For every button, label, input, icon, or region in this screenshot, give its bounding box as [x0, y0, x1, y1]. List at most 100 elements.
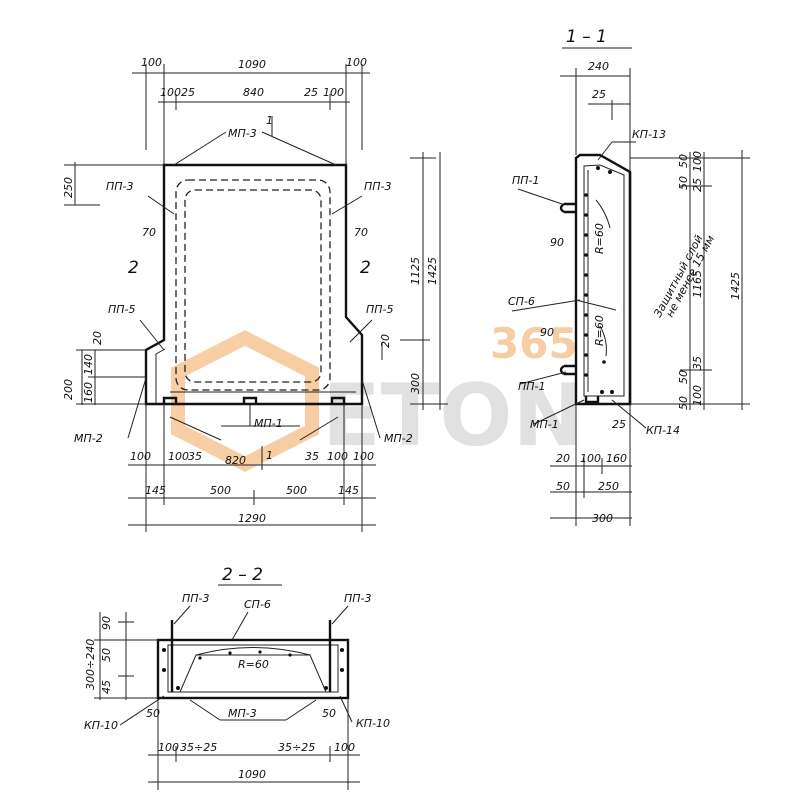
dim-s11-r35: 35: [691, 356, 704, 370]
watermark: 365 ETON: [171, 319, 585, 472]
s11-bar-dots: [584, 166, 614, 394]
dim-s11-r100: 100: [691, 151, 704, 172]
label-s22-mp3: МП-3: [228, 707, 257, 720]
dim-s11-b100: 100: [580, 452, 601, 465]
cut-mark-1-bottom: 1: [266, 449, 273, 462]
label-s22-kp10-right: КП-10: [356, 717, 390, 730]
dim-bot-100-c: 100: [327, 450, 348, 463]
dim-s11-b250: 250: [598, 480, 619, 493]
section-2-2-title: 2 – 2: [222, 565, 263, 585]
dim-left-20: 20: [91, 331, 104, 345]
label-kp13: КП-13: [632, 128, 666, 141]
dim-s11-240: 240: [588, 60, 609, 73]
dim-bot-35-a: 35: [188, 450, 202, 463]
s22-outline: [156, 638, 350, 700]
dim-bot-145-a: 145: [145, 484, 166, 497]
dim-top-100-inner-right: 100: [323, 86, 344, 99]
dim-top-840: 840: [243, 86, 264, 99]
label-pp5-left: ПП-5: [108, 303, 136, 316]
front-reinforcement-outer: [175, 179, 331, 391]
dim-top-1090: 1090: [238, 58, 266, 71]
label-pp3-right: ПП-3: [364, 180, 392, 193]
dim-right-1125: 1125: [409, 257, 422, 285]
dim-s11-1165: 1165: [691, 270, 704, 298]
dim-bot-500-a: 500: [210, 484, 231, 497]
front-loop-right: [330, 396, 346, 404]
label-mp2-right: МП-2: [384, 432, 413, 445]
dim-top-25-right: 25: [304, 86, 318, 99]
dim-s22-35-25b: 35÷25: [278, 741, 315, 754]
s22-reinforcement-outer: [167, 644, 339, 693]
dim-s22-50a: 50: [146, 707, 160, 720]
s22-reinforcement-inner: [179, 654, 327, 693]
section-2-2: 2 – 2: [84, 565, 390, 790]
dim-s22-50b: 50: [322, 707, 336, 720]
front-inner-step: [155, 348, 166, 404]
label-pp1-top: ПП-1: [512, 174, 540, 187]
dim-s22-50: 50: [100, 648, 113, 662]
dim-s11-25: 25: [592, 88, 606, 101]
label-s22-kp10-left: КП-10: [84, 719, 118, 732]
dim-s22-100b: 100: [334, 741, 355, 754]
dim-left-250: 250: [62, 177, 75, 198]
dim-bot-35-b: 35: [305, 450, 319, 463]
dim-s22-35-25a: 35÷25: [180, 741, 217, 754]
dim-s22-100a: 100: [158, 741, 179, 754]
s11-loop-pp1-top: [559, 202, 576, 214]
dim-s11-r50c: 50: [677, 370, 690, 384]
cut-mark-1-top: 1: [266, 114, 273, 127]
dim-s11-90b: 90: [540, 326, 554, 339]
label-s22-pp3-right: ПП-3: [344, 592, 372, 605]
dim-top-100-inner-left: 100: [160, 86, 181, 99]
dim-bot-100-a: 100: [130, 450, 151, 463]
dim-s11-r25: 25: [691, 178, 704, 192]
front-reinforcement-inner: [184, 189, 322, 383]
front-loop-left: [162, 396, 178, 404]
dim-s22-90: 90: [100, 616, 113, 630]
s11-reinforcement: [583, 164, 625, 397]
label-pp3-left: ПП-3: [106, 180, 134, 193]
dim-s11-b300: 300: [592, 512, 613, 525]
dim-bot-100-b: 100: [168, 450, 189, 463]
label-s22-sp6: СП-6: [244, 598, 271, 611]
watermark-digits: 365: [490, 319, 578, 368]
dim-bot-145-b: 145: [338, 484, 359, 497]
dim-left-140: 140: [82, 354, 95, 375]
dim-s11-r100b: 100: [691, 385, 704, 406]
watermark-hexagon-icon: [171, 330, 319, 472]
dim-s11-b20: 20: [556, 452, 570, 465]
section-1-1-title: 1 – 1: [566, 27, 607, 47]
label-mp1-section: МП-1: [530, 418, 559, 431]
dim-s22-r60: R=60: [238, 658, 269, 671]
label-pp5-right: ПП-5: [366, 303, 394, 316]
label-pp1-bottom: ПП-1: [518, 380, 546, 393]
dim-s11-90a: 90: [550, 236, 564, 249]
dim-top-100-left: 100: [141, 56, 162, 69]
cut-mark-2-right: 2: [360, 258, 371, 278]
dim-right-20: 20: [379, 334, 392, 348]
dim-bot-100-d: 100: [353, 450, 374, 463]
front-view: МП-3 1 ПП-3 ПП-3 70 70 2 2 ПП-5 ПП-5 МП-…: [62, 56, 448, 532]
label-s22-pp3-left: ПП-3: [182, 592, 210, 605]
dim-top-25-left: 25: [181, 86, 195, 99]
cut-mark-2-left: 2: [128, 258, 139, 278]
dim-right-1425: 1425: [426, 257, 439, 285]
dim-s11-r60b: R=60: [593, 315, 606, 346]
dim-70-left: 70: [142, 226, 156, 239]
dim-s11-r50b: 50: [677, 176, 690, 190]
dim-right-300: 300: [409, 373, 422, 394]
dim-s11-1425: 1425: [729, 272, 742, 300]
dim-left-200: 200: [62, 379, 75, 400]
dim-70-right: 70: [354, 226, 368, 239]
front-loop-mid: [242, 396, 258, 404]
s11-loop-mp1: [584, 396, 600, 404]
label-sp6: СП-6: [508, 295, 535, 308]
dim-s22-300-240: 300÷240: [84, 639, 97, 690]
label-mp3: МП-3: [228, 127, 257, 140]
dim-s11-r50d: 50: [677, 396, 690, 410]
dim-s11-25b: 25: [612, 418, 626, 431]
dim-s11-b160: 160: [606, 452, 627, 465]
s11-bend-top: [595, 199, 611, 229]
